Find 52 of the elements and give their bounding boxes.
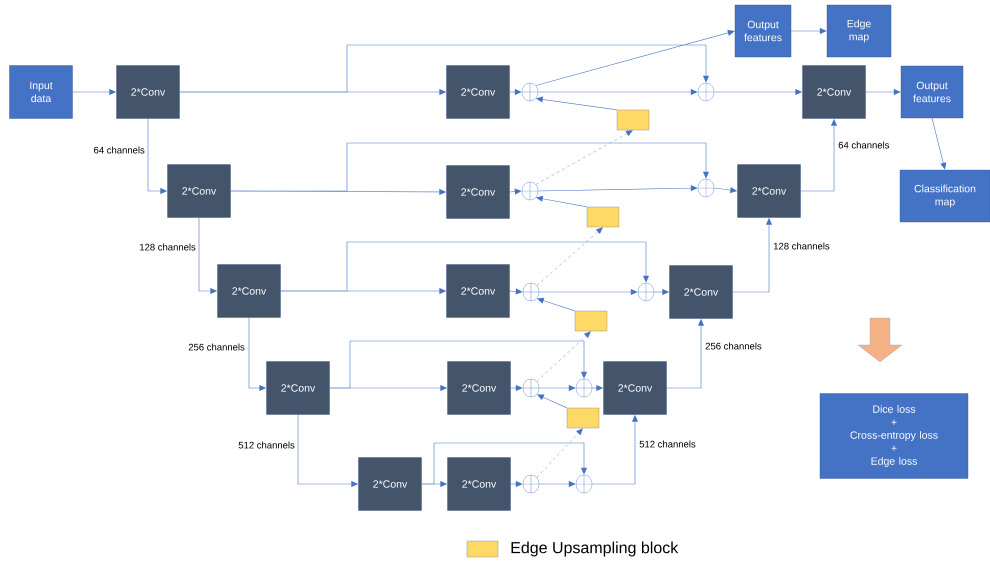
arrow [421, 442, 588, 484]
upsampling-block [616, 110, 650, 130]
sum-node [522, 282, 540, 302]
sum-node [638, 282, 654, 302]
sum-node [522, 82, 538, 102]
process-box: Dice loss + Cross-entropy loss + Edge loss [820, 393, 968, 479]
conv-block: 2*Conv [116, 65, 180, 119]
legend-label: Edge Upsampling block [512, 542, 678, 556]
edge-label: 256 channels [188, 344, 244, 350]
process-box: Input data [9, 65, 73, 119]
process-box: Classification map [900, 170, 990, 222]
process-box: Edge map [826, 4, 892, 58]
edge-label: 256 channels [706, 342, 762, 350]
conv-block: 2*Conv [446, 165, 510, 219]
conv-block: 2*Conv [447, 457, 511, 511]
conv-block: 2*Conv [167, 164, 231, 218]
conv-block: 2*Conv [446, 264, 510, 318]
conv-block: 2*Conv [603, 361, 667, 415]
arrow [536, 227, 603, 286]
edge-label: 64 channels [838, 142, 890, 148]
edge-label: 512 channels [238, 442, 294, 448]
arrow [536, 130, 633, 185]
conv-block: 2*Conv [266, 361, 330, 415]
arrow [230, 142, 710, 192]
sum-node [522, 182, 538, 200]
sum-node [522, 378, 540, 398]
conv-block: 2*Conv [358, 457, 422, 511]
arrow [536, 428, 583, 478]
arrow [536, 331, 591, 382]
conv-block: 2*Conv [802, 65, 866, 119]
arrow [179, 44, 710, 92]
arrow [280, 242, 650, 292]
upsampling-block [574, 310, 608, 332]
upsampling-block [586, 206, 620, 228]
conv-block: 2*Conv [217, 264, 281, 318]
sum-node [576, 474, 592, 494]
arrow [329, 340, 588, 388]
sum-node [522, 474, 540, 494]
edge-label: 512 channels [640, 440, 696, 448]
process-box: Output features [900, 66, 964, 118]
edge-label: 64 channels [94, 146, 144, 154]
process-box: Output features [734, 4, 792, 58]
upsampling-block [566, 408, 600, 428]
conv-block: 2*Conv [447, 361, 511, 415]
sum-node [576, 378, 592, 398]
edge-label: 128 channels [774, 242, 830, 250]
sum-node [698, 82, 714, 102]
sum-node [698, 178, 714, 198]
conv-block: 2*Conv [669, 265, 733, 319]
edge-label: 128 channels [140, 244, 196, 250]
conv-block: 2*Conv [446, 65, 510, 119]
conv-block: 2*Conv [737, 164, 801, 218]
